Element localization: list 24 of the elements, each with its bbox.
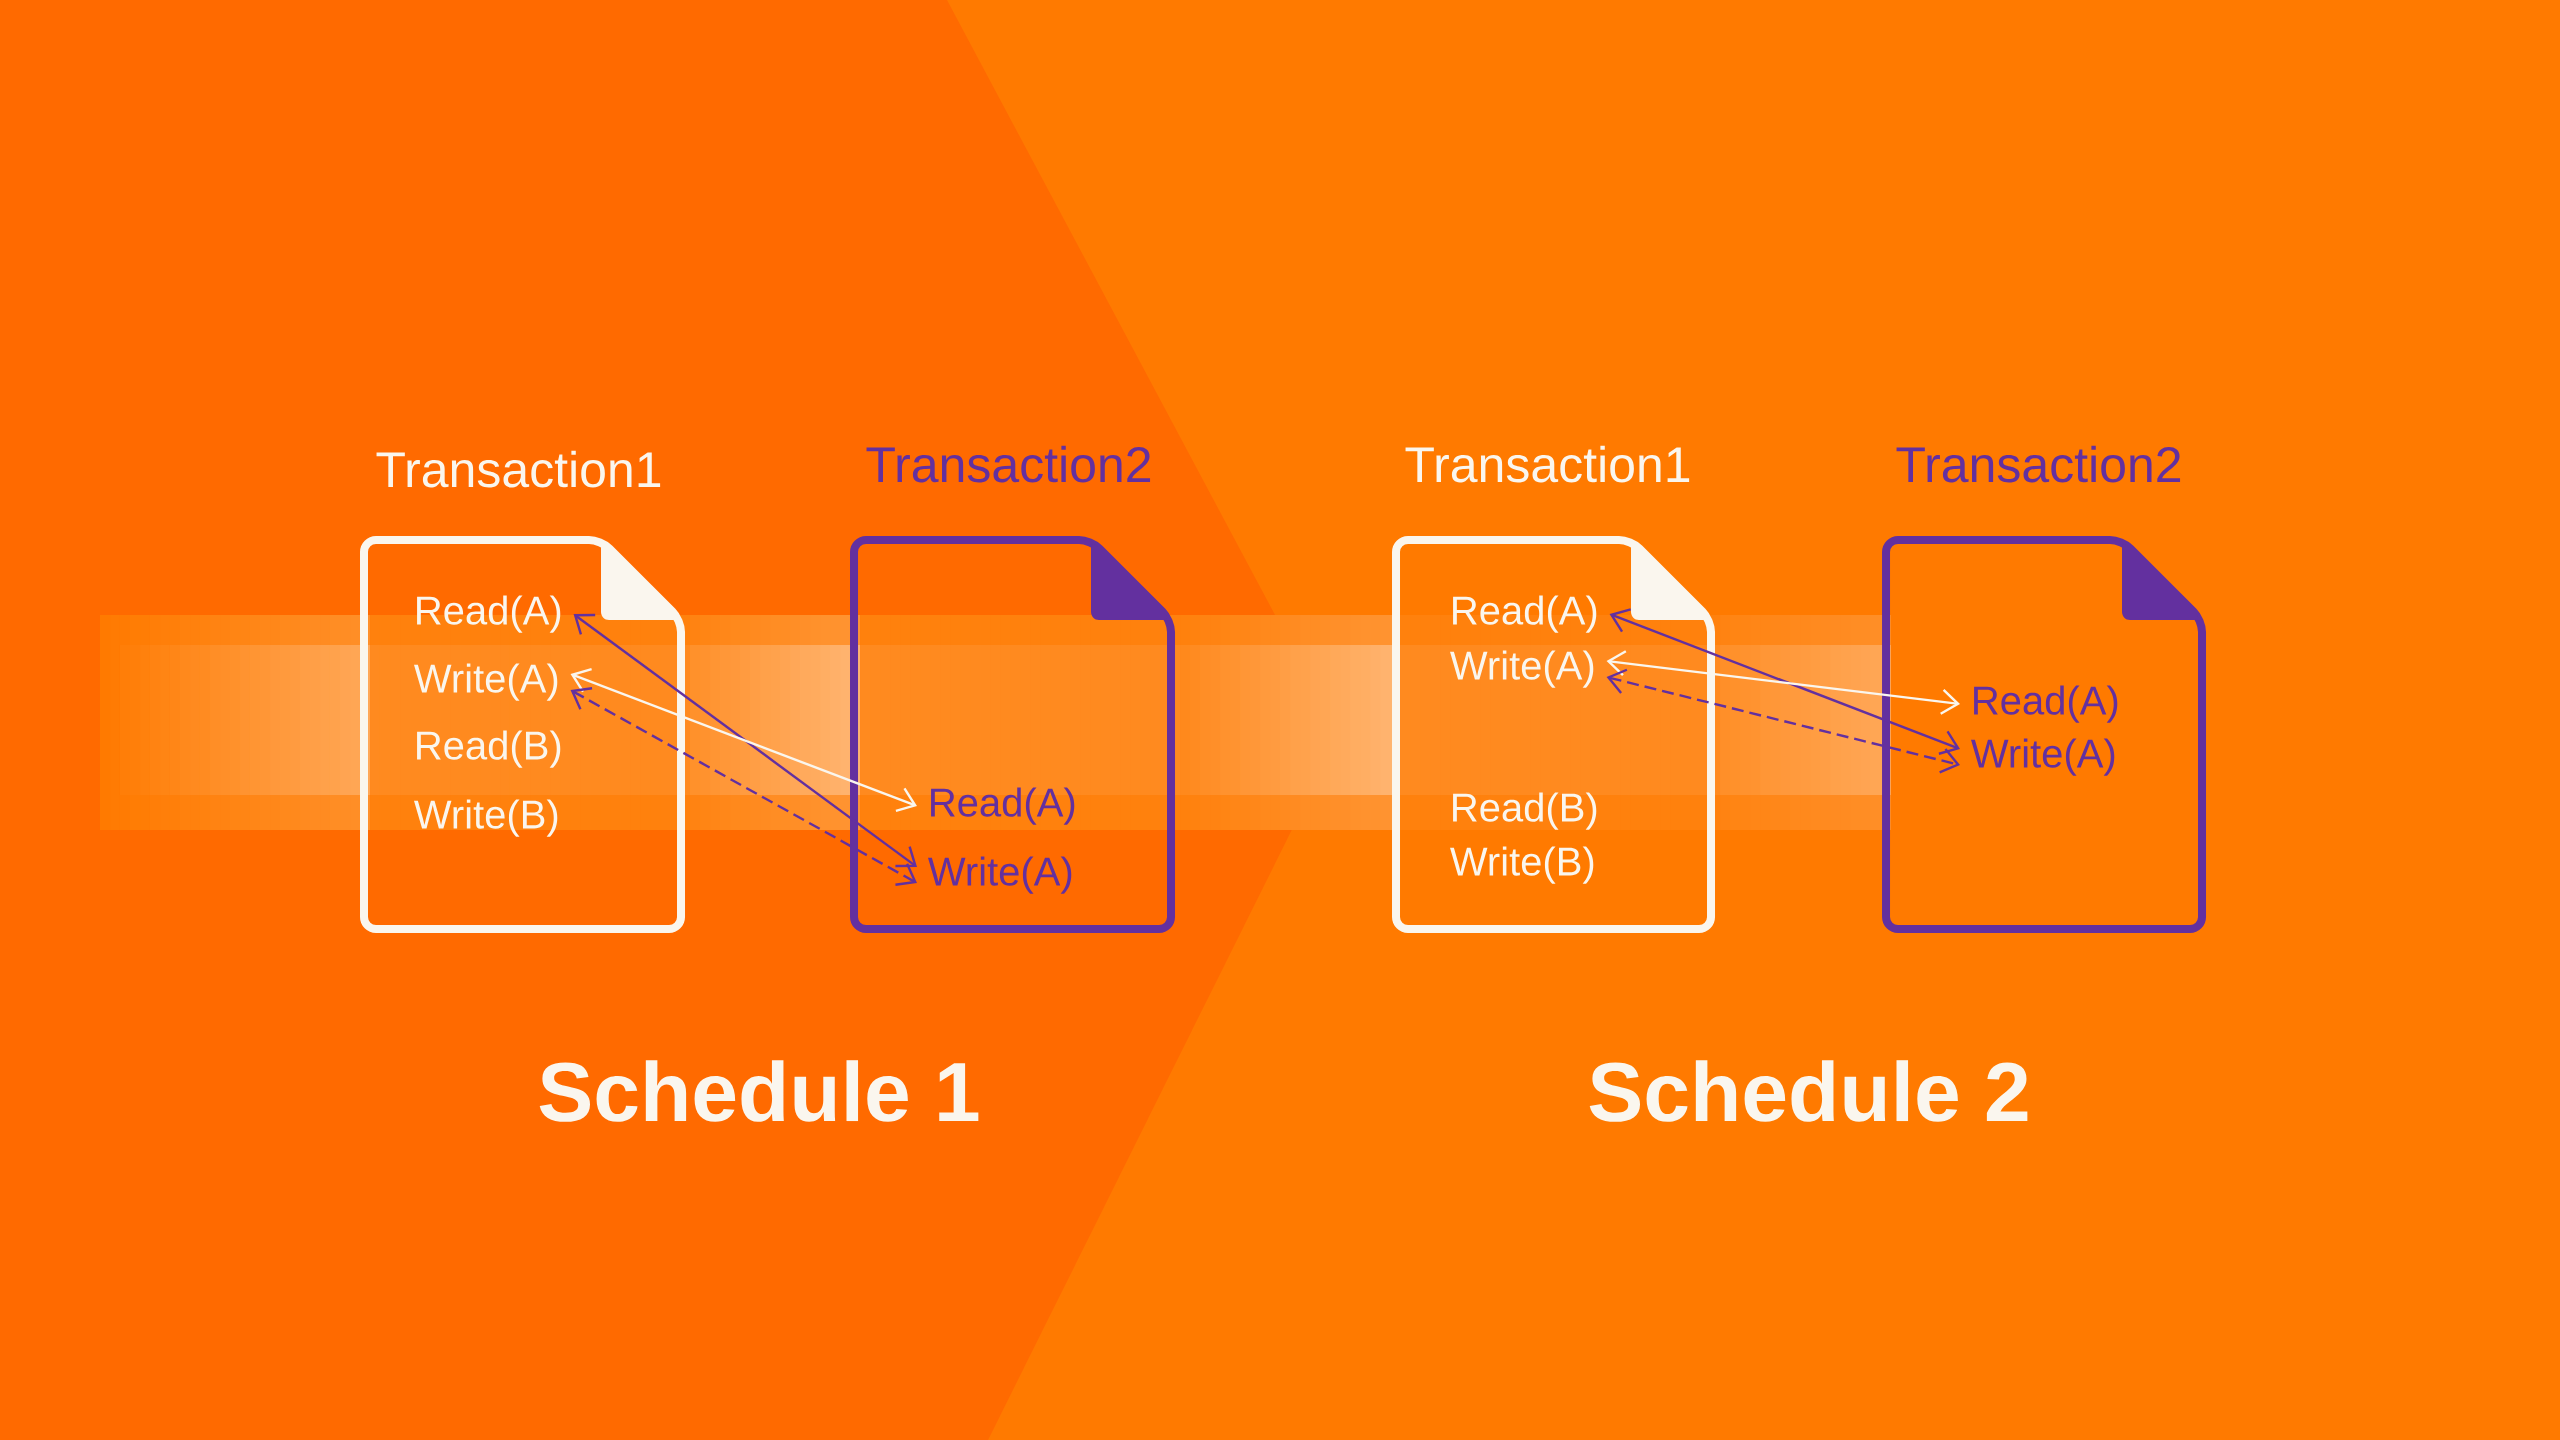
operation-text: Write(B) <box>1450 846 1594 884</box>
operation-text: Read(B) <box>417 730 561 768</box>
arrow <box>1609 608 1961 755</box>
operation-text: Read(A) <box>417 595 561 633</box>
operation-text: Read(A) <box>1453 595 1597 633</box>
arrow <box>1606 668 1961 774</box>
node-label: Transaction1 <box>376 450 661 488</box>
operation-text: Write(A) <box>414 663 558 701</box>
arrow <box>570 668 917 812</box>
operation-text: Write(A) <box>1971 738 2115 776</box>
arrow <box>573 613 917 868</box>
operation-text: Write(A) <box>1450 650 1594 688</box>
schedule-title: Schedule 1 <box>539 1060 979 1122</box>
node-label: Transaction2 <box>1896 445 2181 483</box>
schedule-title: Schedule 2 <box>1589 1060 2028 1122</box>
node-label: Transaction2 <box>866 445 1151 483</box>
arrow <box>1606 650 1960 715</box>
arrow <box>570 687 917 886</box>
operation-text: Read(B) <box>1453 792 1597 830</box>
operation-text: Write(A) <box>928 856 1072 894</box>
operation-text: Read(A) <box>1974 685 2118 723</box>
operation-text: Write(B) <box>414 799 558 837</box>
node-label: Transaction1 <box>1405 445 1690 483</box>
operation-text: Read(A) <box>931 787 1075 825</box>
